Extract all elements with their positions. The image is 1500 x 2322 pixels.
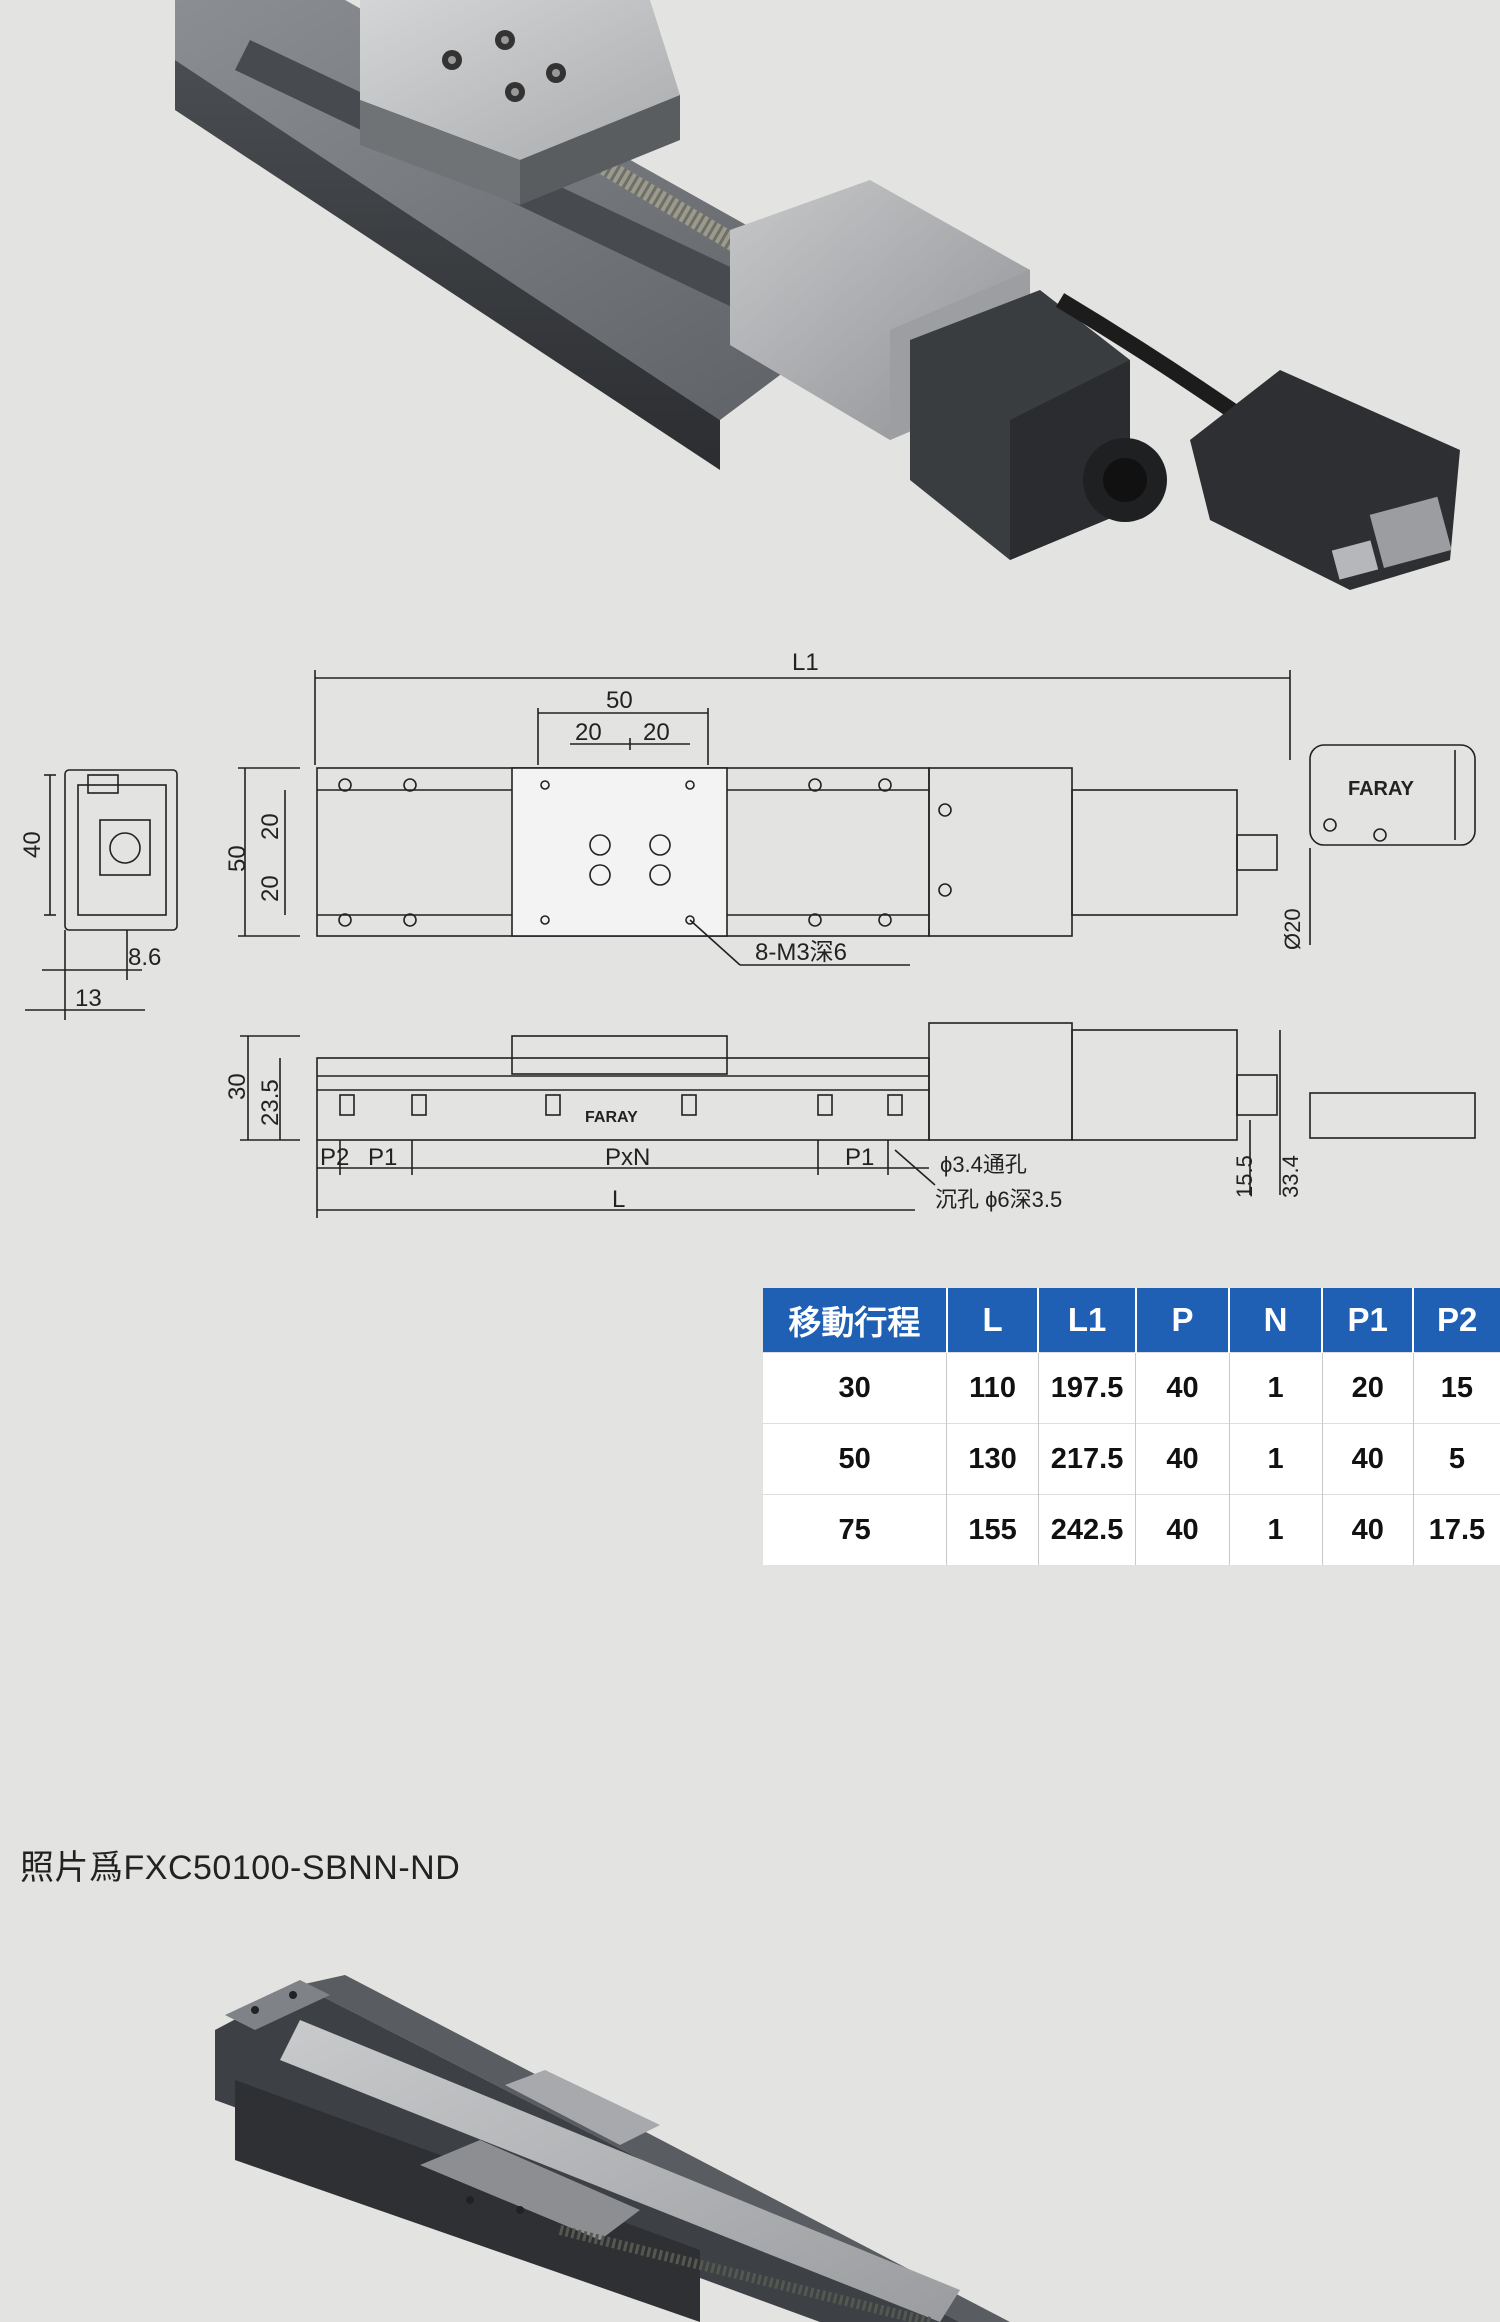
dim-20v-b: 20 [257,875,284,902]
brand-logo-side: FARAY [585,1109,638,1126]
note-counterbore: 沉孔 ϕ6深3.5 [935,1187,1062,1212]
header-P1: P1 [1322,1288,1415,1353]
product-photo-top [175,0,1460,590]
dim-P2: P2 [320,1144,349,1171]
note-through-hole: ϕ3.4通孔 [940,1152,1027,1177]
dim-dia20: Ø20 [1280,908,1305,950]
table-row: 50 130 217.5 40 1 40 5 [763,1423,1500,1495]
dim-15-5: 15.5 [1232,1155,1257,1198]
cell-L1: 217.5 [1038,1423,1137,1495]
dim-40: 40 [19,831,46,858]
end-view [25,769,178,1020]
top-view [238,670,1476,966]
dim-23-5: 23.5 [257,1079,284,1126]
table-header-row: 移動行程 L L1 P N P1 P2 [763,1288,1500,1353]
table-row: 75 155 242.5 40 1 40 17.5 [763,1494,1500,1565]
cell-L: 110 [946,1352,1039,1424]
dim-30: 30 [224,1073,251,1100]
dim-P1-left: P1 [368,1144,397,1171]
dim-8-6: 8.6 [128,944,161,971]
dim-20a: 20 [575,719,602,746]
header-P: P [1135,1288,1231,1353]
dim-L: L [612,1186,625,1213]
side-view [240,1022,1476,1218]
dim-20v-a: 20 [257,813,284,840]
cell-N: 1 [1229,1494,1323,1565]
cell-L1: 197.5 [1038,1352,1137,1424]
dim-33-4: 33.4 [1278,1155,1303,1198]
dim-P1-right: P1 [845,1144,874,1171]
cell-P: 40 [1135,1352,1230,1424]
header-P2: P2 [1413,1288,1500,1353]
cell-P2: 15 [1413,1352,1500,1424]
note-tapped-holes: 8-M3深6 [755,939,847,966]
header-N: N [1229,1288,1324,1353]
cell-P1: 20 [1322,1352,1414,1424]
cell-stroke: 50 [763,1423,948,1495]
dim-50v: 50 [224,845,251,872]
product-photo-bottom [215,1975,1010,2322]
header-stroke: 移動行程 [763,1288,948,1353]
cell-P2: 5 [1413,1423,1500,1495]
cell-P: 40 [1135,1423,1230,1495]
cell-stroke: 75 [763,1494,948,1565]
photo-caption: 照片爲FXC50100-SBNN-ND [20,1849,461,1887]
cell-L: 130 [946,1423,1039,1495]
table-row: 30 110 197.5 40 1 20 15 [763,1352,1500,1424]
dim-20b: 20 [643,719,670,746]
dim-50: 50 [606,687,633,714]
cell-stroke: 30 [763,1352,948,1424]
cell-P1: 40 [1322,1423,1414,1495]
spec-table: 移動行程 L L1 P N P1 P2 30 110 197.5 40 1 20… [763,1288,1500,1565]
header-L: L [946,1288,1040,1353]
dim-L1: L1 [792,649,819,676]
cell-L1: 242.5 [1038,1494,1137,1565]
cell-L: 155 [946,1494,1039,1565]
dim-13: 13 [75,985,102,1012]
cell-N: 1 [1229,1423,1323,1495]
dim-PxN: PxN [605,1144,650,1171]
cell-P1: 40 [1322,1494,1414,1565]
cell-P: 40 [1135,1494,1230,1565]
technical-drawings: 40 8.6 13 [19,649,1476,1218]
header-L1: L1 [1038,1288,1137,1353]
cell-N: 1 [1229,1352,1323,1424]
cell-P2: 17.5 [1413,1494,1500,1565]
brand-logo-top: FARAY [1348,778,1415,800]
